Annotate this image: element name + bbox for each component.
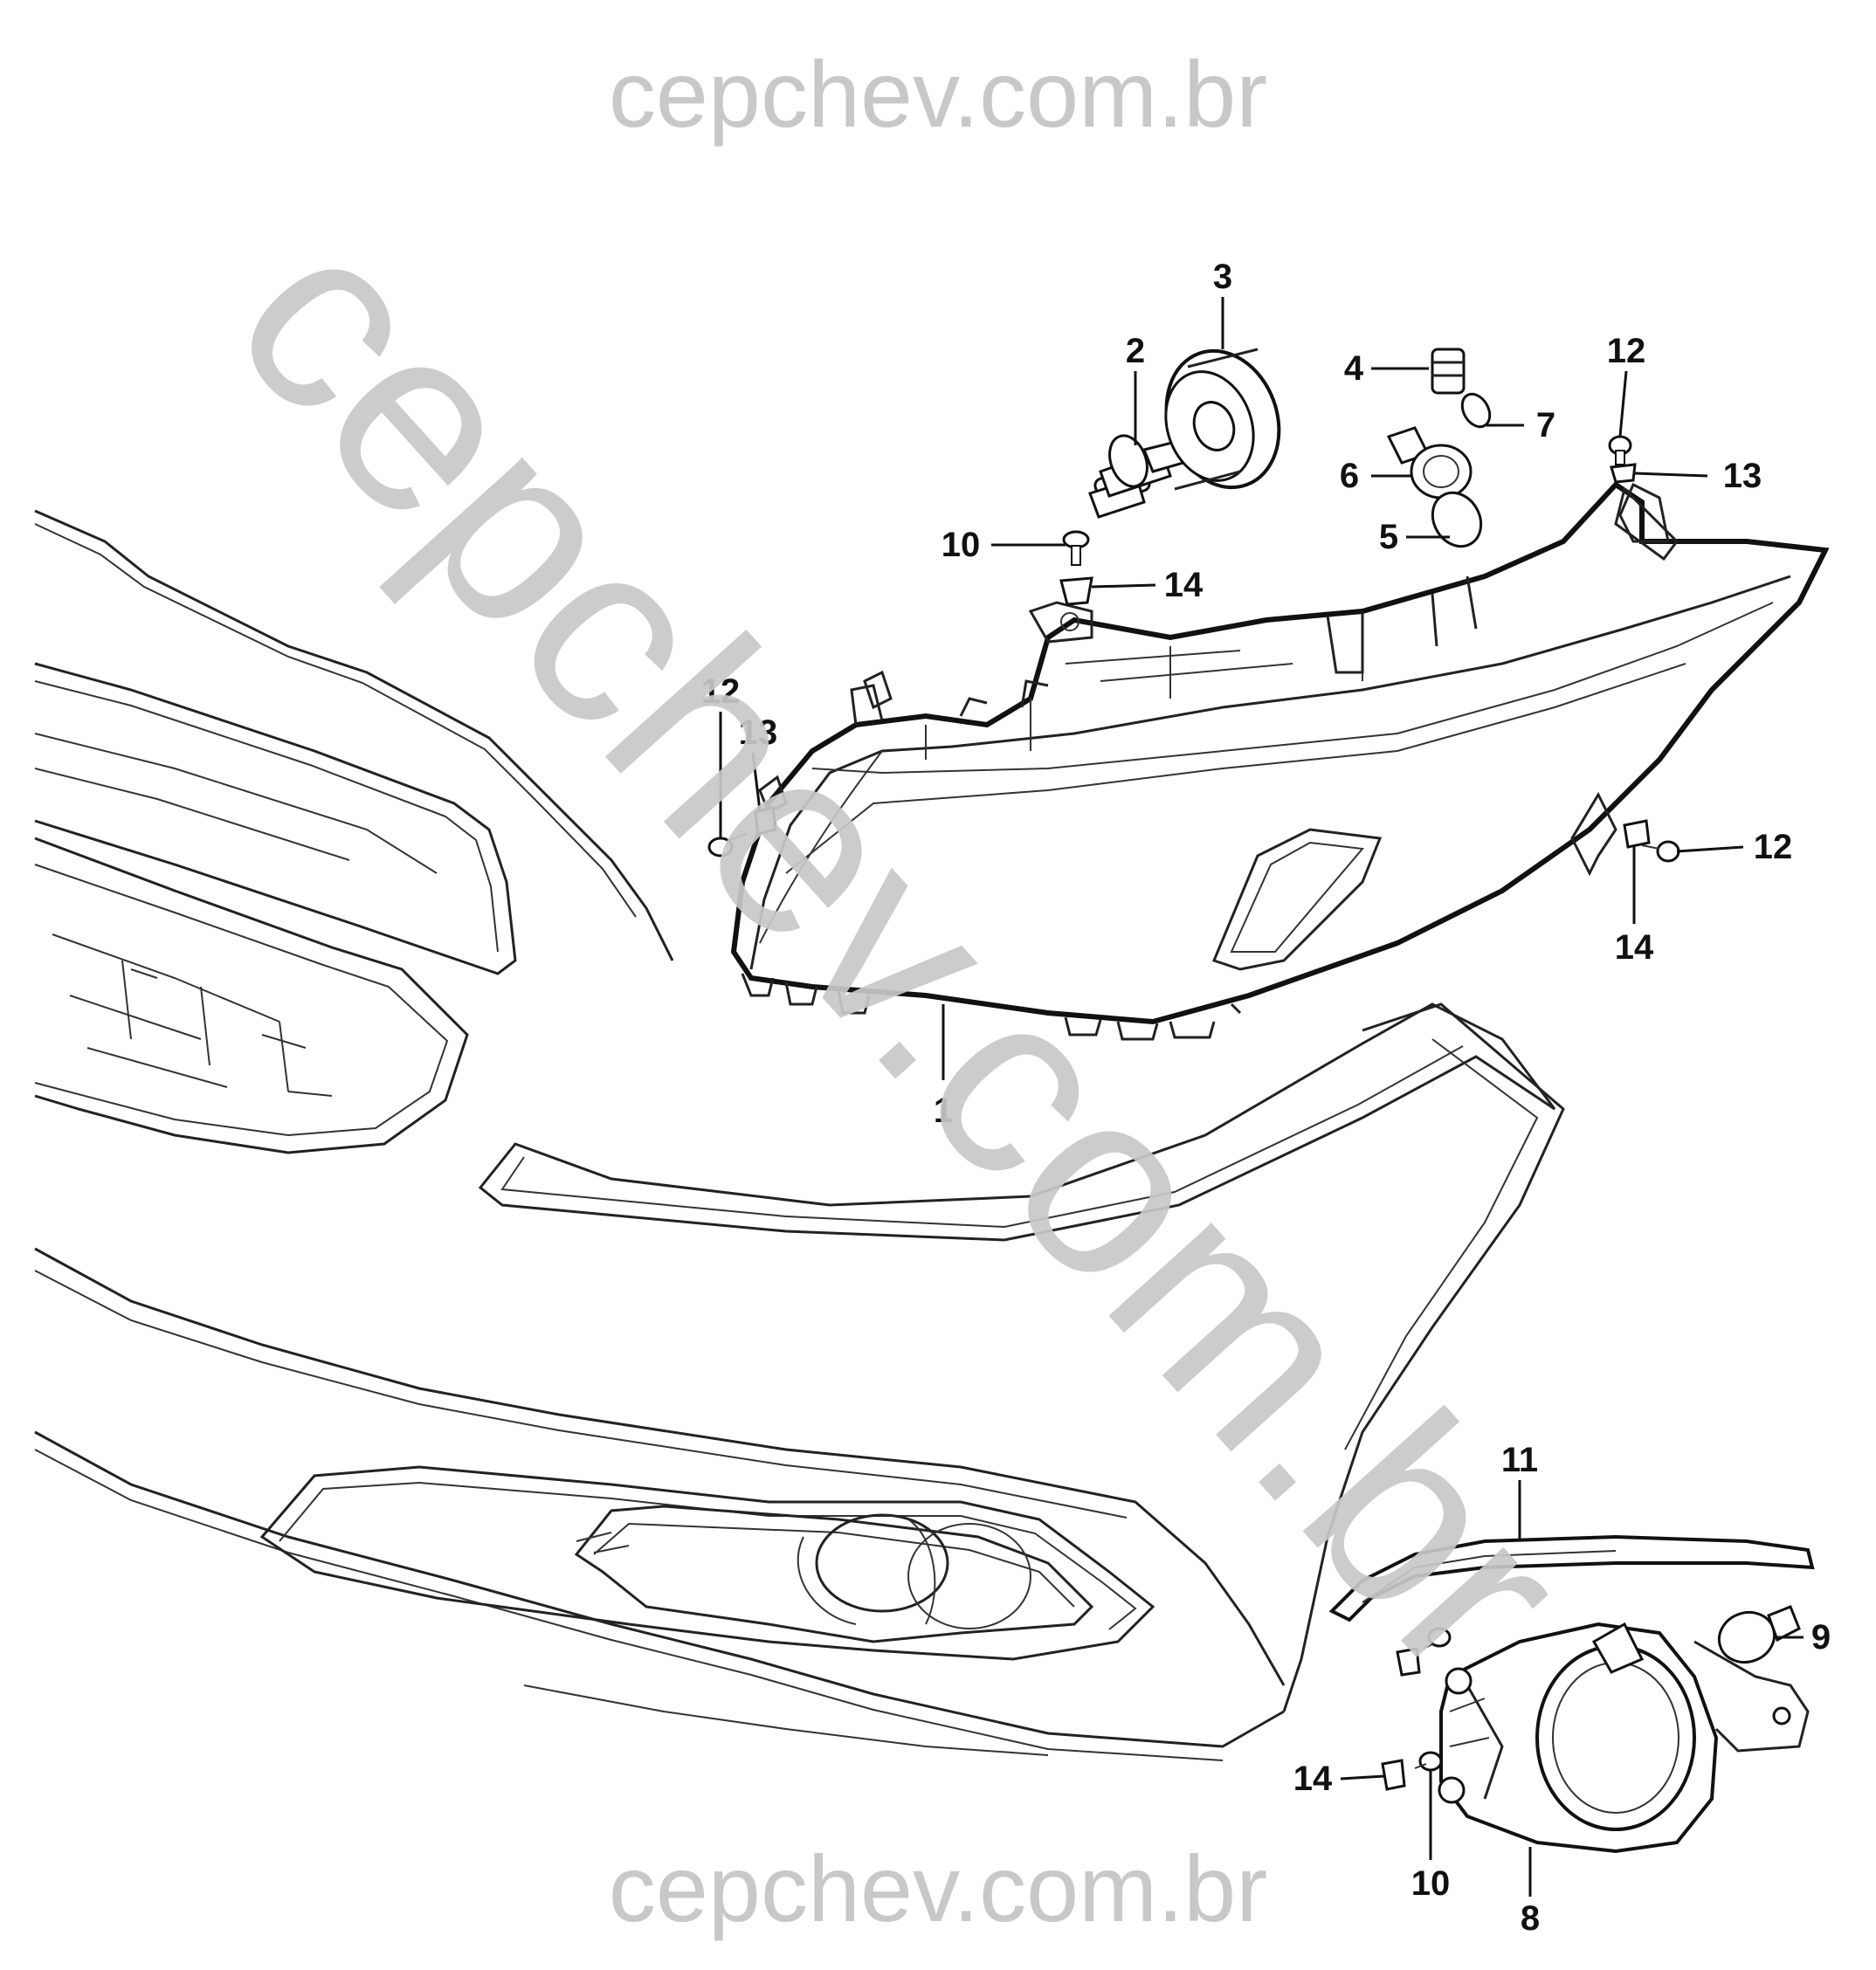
fog-lamp-assembly <box>1438 1622 1810 1854</box>
callout-1: 1 <box>934 1092 953 1130</box>
fog-bulb <box>1717 1605 1801 1663</box>
screw-12-right <box>1641 840 1680 863</box>
screw-upper-fog <box>1423 1627 1452 1650</box>
dust-cap <box>1164 348 1281 491</box>
callout-5: 5 <box>1379 518 1398 556</box>
leader-lines <box>719 297 1804 1897</box>
callout-2: 2 <box>1126 332 1145 370</box>
front-bumper <box>34 509 1565 1761</box>
screw-10-top <box>1062 530 1090 566</box>
callout-11: 11 <box>1501 1441 1538 1479</box>
watermark-top: cepchev.com.br <box>609 41 1267 147</box>
watermark-diagonal: cepchev.com.br <box>180 173 1624 1730</box>
callout-7: 7 <box>1536 406 1555 444</box>
watermark-bottom: cepchev.com.br <box>609 1836 1267 1941</box>
callout-12-left: 12 <box>701 672 741 711</box>
turn-signal-bulb-socket <box>1386 426 1483 548</box>
clip-13-left <box>754 806 777 836</box>
clip-14-bottom <box>1381 1759 1406 1791</box>
clip-14-top <box>1059 576 1093 606</box>
parking-bulb-socket <box>1431 348 1492 429</box>
callout-14-bottom: 14 <box>1293 1760 1333 1798</box>
callout-13-top-right: 13 <box>1723 457 1762 495</box>
callout-12-top-right: 12 <box>1607 332 1646 370</box>
callout-labels: 1 2 3 4 5 6 7 8 9 10 10 11 12 12 12 13 1… <box>701 258 1831 1938</box>
callout-4: 4 <box>1344 349 1364 388</box>
callout-6: 6 <box>1340 457 1359 495</box>
screw-10-bottom <box>1414 1751 1443 1772</box>
callout-14-top: 14 <box>1164 566 1204 604</box>
callout-13-left: 13 <box>739 713 778 752</box>
callout-8: 8 <box>1521 1899 1540 1938</box>
callout-14-right: 14 <box>1615 928 1654 967</box>
screw-12-top-right <box>1608 435 1632 465</box>
headlamp-assembly <box>730 481 1830 1041</box>
callout-10-bottom: 10 <box>1411 1864 1451 1903</box>
callout-9: 9 <box>1811 1618 1831 1657</box>
headlamp-bulb <box>1088 434 1185 519</box>
callout-12-right: 12 <box>1754 828 1793 866</box>
clip-upper-fog <box>1396 1647 1421 1677</box>
clip-13-top-right <box>1610 463 1637 484</box>
callout-3: 3 <box>1213 258 1232 296</box>
clip-14-right <box>1623 819 1651 849</box>
fog-lamp-trim-strip <box>1328 1534 1815 1622</box>
callout-10-top: 10 <box>941 526 981 564</box>
